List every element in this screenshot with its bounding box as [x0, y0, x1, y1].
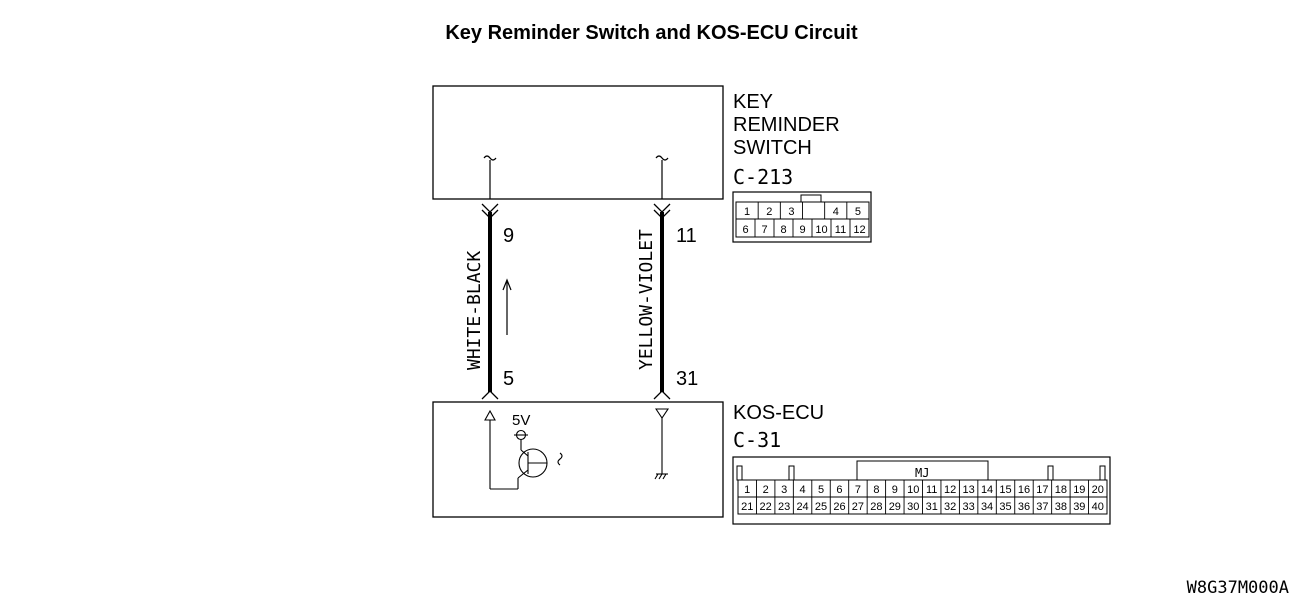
c31-pin-3: 3: [781, 484, 787, 496]
c31-pin-4: 4: [800, 484, 806, 496]
c31-pin-15: 15: [999, 484, 1011, 496]
key-switch-name-3: SWITCH: [733, 137, 812, 159]
c31-pin-26: 26: [833, 501, 845, 513]
current-direction-arrow-icon: [502, 278, 512, 335]
ecu-pin-31: 31: [676, 368, 698, 390]
c31-pin-8: 8: [873, 484, 879, 496]
c213-pin-2: 2: [766, 206, 772, 218]
c213-pin-7: 7: [761, 224, 767, 236]
c31-pin-18: 18: [1055, 484, 1067, 496]
c31-pin-27: 27: [852, 501, 864, 513]
c31-pin-37: 37: [1036, 501, 1048, 513]
supply-voltage-label: 5V: [512, 412, 530, 429]
c31-pin-40: 40: [1092, 501, 1104, 513]
c31-pin-10: 10: [907, 484, 919, 496]
c31-pin-30: 30: [907, 501, 919, 513]
key-switch-box: [432, 85, 724, 200]
c213-pin-11: 11: [835, 224, 846, 236]
terminal-mark-9: [483, 155, 497, 161]
ecu-pin-5: 5: [503, 368, 514, 390]
c31-pin-13: 13: [963, 484, 975, 496]
diagram-code: W8G37M000A: [1186, 578, 1289, 598]
c31-pin-17: 17: [1036, 484, 1048, 496]
ecu-transistor-circuit: [484, 409, 563, 490]
wire-color-yellow-violet: YELLOW-VIOLET: [636, 229, 657, 370]
c31-pin-22: 22: [760, 501, 772, 513]
ecu-box: [432, 401, 724, 518]
c31-pin-33: 33: [963, 501, 975, 513]
ecu-connector-tag: MJ: [915, 466, 929, 480]
c31-pin-16: 16: [1018, 484, 1030, 496]
c213-pin-9: 9: [799, 224, 805, 236]
c31-pin-11: 11: [926, 484, 937, 496]
c31-pin-9: 9: [892, 484, 898, 496]
c31-pin-29: 29: [889, 501, 901, 513]
c213-pin-12: 12: [853, 224, 865, 236]
c31-pin-20: 20: [1092, 484, 1104, 496]
ecu-connector-id: C-31: [733, 428, 781, 452]
c213-pin-8: 8: [780, 224, 786, 236]
c31-pin-39: 39: [1073, 501, 1085, 513]
c213-pin-3: 3: [788, 206, 794, 218]
ecu-name: KOS-ECU: [733, 402, 824, 424]
key-switch-name-1: KEY: [733, 91, 773, 113]
switch-pin-9: 9: [503, 225, 514, 247]
c31-pin-23: 23: [778, 501, 790, 513]
ecu-input-ground: [654, 408, 670, 480]
c31-pin-5: 5: [818, 484, 824, 496]
c31-pin-12: 12: [944, 484, 956, 496]
c31-pin-35: 35: [999, 501, 1011, 513]
wire-color-white-black: WHITE-BLACK: [464, 251, 485, 370]
c31-pin-28: 28: [870, 501, 882, 513]
c31-pin-38: 38: [1055, 501, 1067, 513]
c31-pin-1: 1: [744, 484, 750, 496]
c31-pin-25: 25: [815, 501, 827, 513]
c31-pin-7: 7: [855, 484, 861, 496]
c31-pin-31: 31: [926, 501, 938, 513]
c31-pin-36: 36: [1018, 501, 1030, 513]
key-switch-connector-id: C-213: [733, 165, 793, 189]
c213-pin-4: 4: [833, 206, 839, 218]
c213-pin-1: 1: [744, 206, 750, 218]
key-switch-name-2: REMINDER: [733, 114, 840, 136]
c31-pin-2: 2: [763, 484, 769, 496]
c31-pin-14: 14: [981, 484, 993, 496]
diagram-title: Key Reminder Switch and KOS-ECU Circuit: [445, 22, 858, 44]
c213-pin-6: 6: [742, 224, 748, 236]
c31-pin-6: 6: [836, 484, 842, 496]
c213-pin-5: 5: [855, 206, 861, 218]
c31-pin-21: 21: [741, 501, 753, 513]
c31-pin-24: 24: [796, 501, 808, 513]
c213-pin-10: 10: [815, 224, 827, 236]
c31-pin-34: 34: [981, 501, 993, 513]
switch-pin-11: 11: [676, 225, 697, 247]
c31-pin-32: 32: [944, 501, 956, 513]
terminal-mark-11: [655, 155, 669, 161]
c31-pin-19: 19: [1073, 484, 1085, 496]
